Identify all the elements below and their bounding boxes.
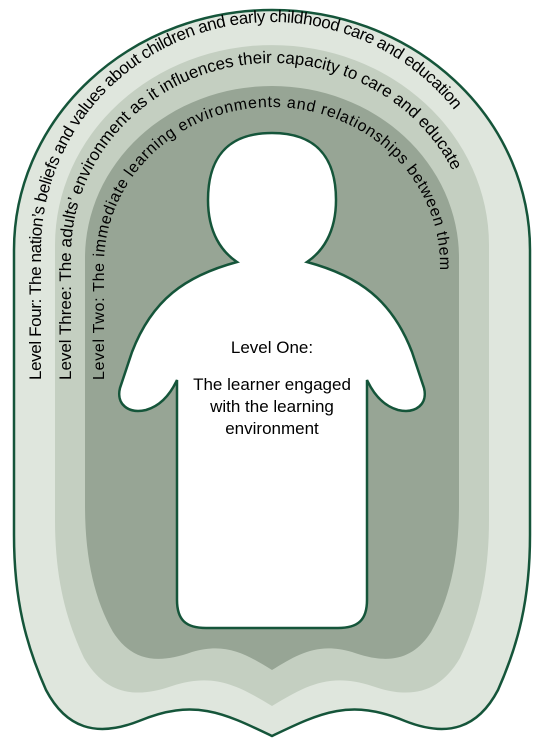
learner-silhouette [117,131,427,630]
level-one-line-3: environment [225,419,319,438]
level-one-line-1: The learner engaged [193,375,351,394]
level-one-line-2: with the learning [209,397,334,416]
level-one-heading: Level One: [231,338,313,357]
